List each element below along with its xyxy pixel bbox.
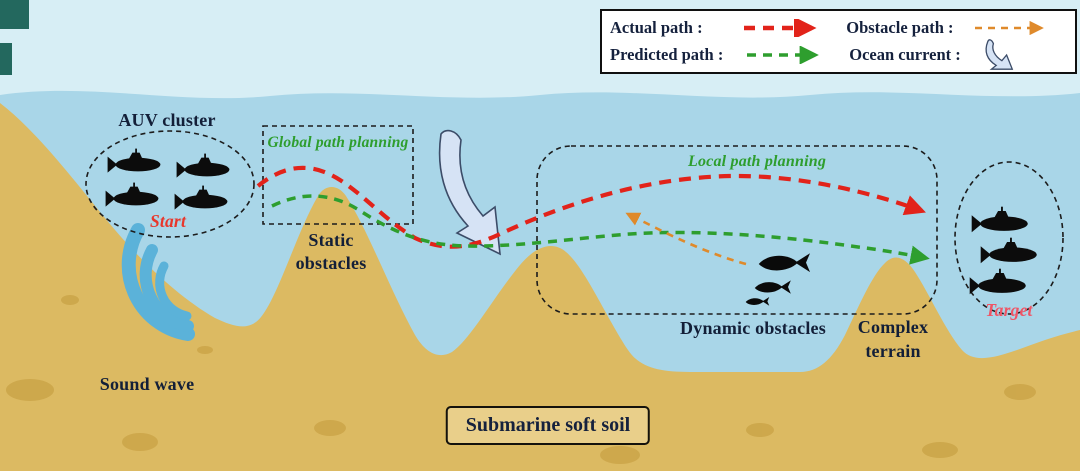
seabed-terrain bbox=[0, 103, 1080, 471]
ocean-current-icon bbox=[985, 39, 1014, 71]
legend-row-1: Actual path : Obstacle path : bbox=[610, 18, 1067, 38]
dynamic-obstacles-label: Dynamic obstacles bbox=[680, 318, 826, 338]
legend-box: Actual path : Obstacle path : Predicted … bbox=[600, 9, 1077, 74]
actual-path-line bbox=[256, 165, 926, 249]
predicted-path-arrow-icon bbox=[747, 46, 820, 65]
legend-row-2: Predicted path : Ocean current : bbox=[610, 39, 1067, 71]
global-planning-outline bbox=[262, 125, 414, 225]
legend-obstacle-path-arrow bbox=[971, 19, 1067, 37]
legend-predicted-path-label: Predicted path : bbox=[610, 45, 724, 65]
complex-terrain-label-line2: terrain bbox=[865, 341, 921, 361]
submarine-soft-soil-box: Submarine soft soil bbox=[445, 406, 651, 445]
auv-cluster-label: AUV cluster bbox=[118, 110, 216, 130]
corner-artifact bbox=[0, 0, 29, 75]
legend-obstacle-path-label: Obstacle path : bbox=[846, 17, 954, 37]
global-path-planning-label: Global path planning bbox=[267, 134, 409, 151]
complex-terrain-label-line1: Complex bbox=[857, 317, 929, 337]
submarine-soft-soil-label: Submarine soft soil bbox=[465, 414, 631, 436]
target-outline bbox=[954, 161, 1064, 315]
sound-wave-label: Sound wave bbox=[99, 374, 195, 394]
sound-wave-arcs bbox=[121, 223, 195, 341]
obstacle-path-line bbox=[625, 212, 747, 266]
auv-cluster-outline bbox=[85, 130, 255, 238]
target-label: Target bbox=[985, 300, 1033, 320]
predicted-path-line bbox=[271, 194, 930, 265]
static-obstacles-label-line2: obstacles bbox=[295, 253, 367, 273]
static-obstacles-label-line1: Static bbox=[308, 230, 354, 250]
obstacle-path-arrow-icon bbox=[975, 20, 1044, 35]
ocean-current-arrow bbox=[438, 129, 501, 256]
legend-ocean-current-label: Ocean current : bbox=[849, 45, 961, 65]
local-planning-outline bbox=[536, 145, 938, 315]
actual-path-arrow-icon bbox=[744, 18, 817, 37]
legend-ocean-current-swatch bbox=[977, 39, 1067, 71]
start-label: Start bbox=[149, 211, 187, 231]
legend-predicted-path-arrow bbox=[743, 46, 839, 65]
legend-actual-path-arrow bbox=[740, 18, 836, 37]
legend-actual-path-label: Actual path : bbox=[610, 17, 703, 37]
local-path-planning-label: Local path planning bbox=[687, 153, 827, 170]
